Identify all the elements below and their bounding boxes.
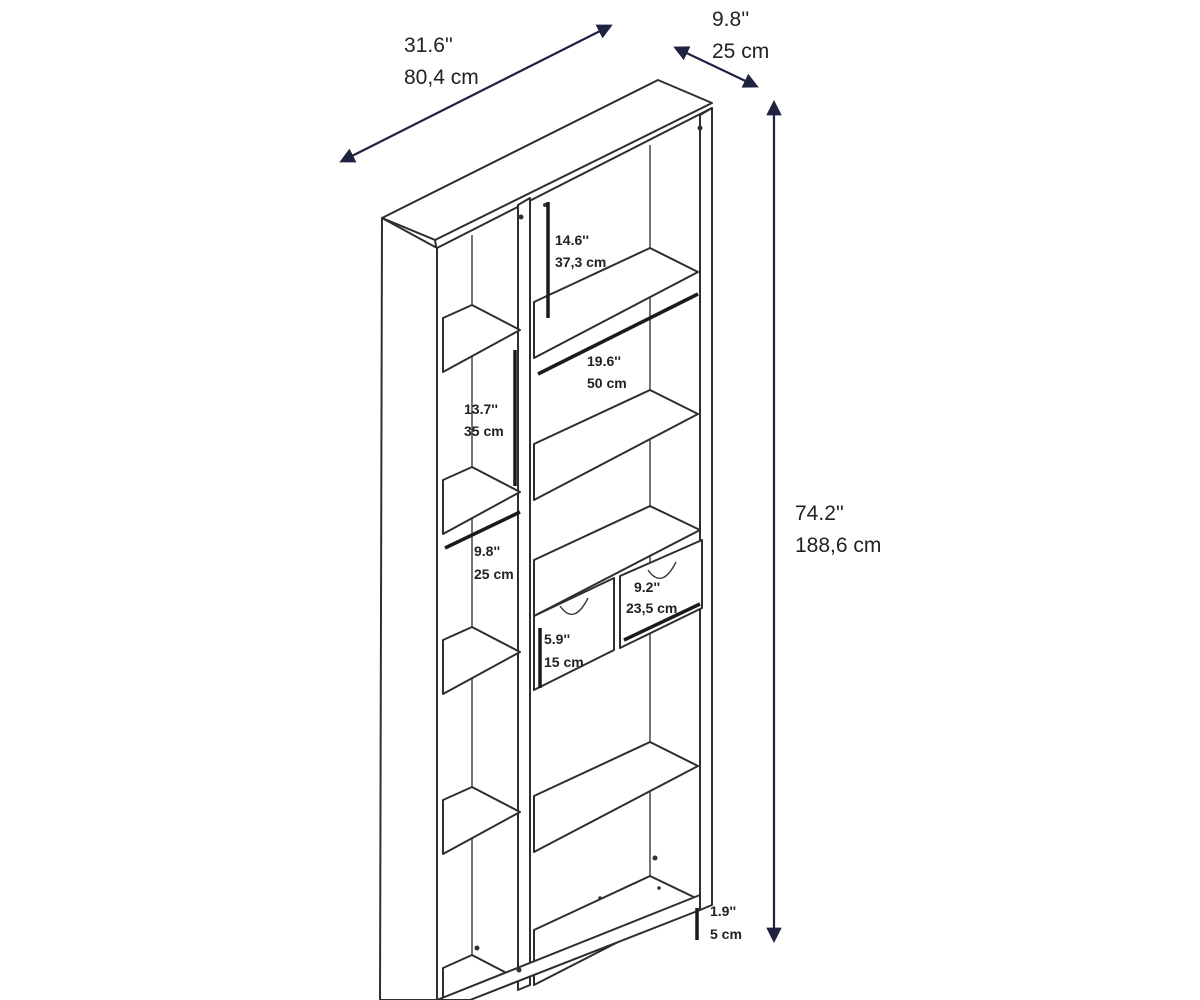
measurement-bars: [444, 202, 701, 940]
dimension-labels: 31.6'' 80,4 cm 9.8'' 25 cm 74.2'' 188,6 …: [404, 8, 881, 942]
left-tall-metric-label: 35 cm: [464, 423, 504, 439]
drawer-left-handle: [559, 597, 589, 615]
depth-arrow: [673, 46, 759, 88]
left-tall-imperial-label: 13.7'': [464, 401, 498, 417]
shelf-width-imperial-label: 19.6'': [587, 353, 621, 369]
plinth: [436, 894, 701, 1000]
width-imperial-label: 31.6'': [404, 34, 453, 57]
drawer-right: [619, 539, 703, 649]
depth-metric-label: 25 cm: [712, 40, 769, 63]
left-depth-imperial-label: 9.8'': [474, 543, 500, 559]
width-arrow: [339, 24, 613, 163]
depth-imperial-label: 9.8'': [712, 8, 749, 31]
left-side-panel: [379, 217, 438, 1000]
width-metric-label: 80,4 cm: [404, 66, 479, 89]
drawer-width-metric-label: 23,5 cm: [626, 600, 677, 616]
top-shelf-imperial-label: 14.6'': [555, 232, 589, 248]
plinth-imperial-label: 1.9'': [710, 903, 736, 919]
left-depth-metric-label: 25 cm: [474, 566, 514, 582]
dimension-arrows: [339, 24, 782, 944]
drawer-height-metric-label: 15 cm: [544, 654, 584, 670]
plinth-metric-label: 5 cm: [710, 926, 742, 942]
dowel-holes: [474, 125, 703, 973]
shelf-width-metric-label: 50 cm: [587, 375, 627, 391]
right-side-panel: [699, 107, 713, 911]
drawer-left: [533, 577, 615, 691]
drawer-right-handle: [647, 561, 677, 579]
drawers: [533, 539, 703, 691]
left-shelves: [442, 304, 521, 1000]
height-metric-label: 188,6 cm: [795, 534, 881, 557]
top-shelf-metric-label: 37,3 cm: [555, 254, 606, 270]
drawer-width-imperial-label: 9.2'': [634, 579, 660, 595]
bookcase-drawing: [379, 79, 713, 1000]
height-imperial-label: 74.2'': [795, 502, 844, 525]
drawer-height-imperial-label: 5.9'': [544, 631, 570, 647]
center-divider: [517, 197, 531, 991]
